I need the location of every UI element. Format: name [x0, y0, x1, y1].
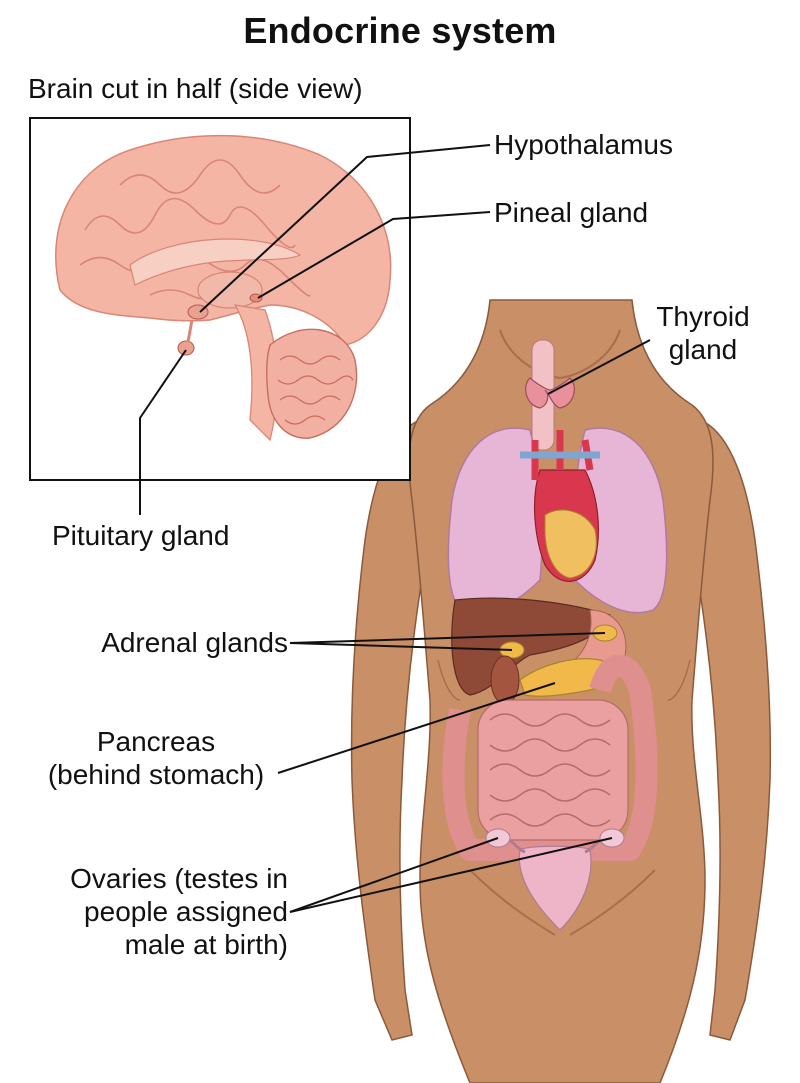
- uterus: [518, 845, 592, 931]
- label-hypothalamus: Hypothalamus: [494, 129, 673, 160]
- label-pancreas-line1: Pancreas: [96, 726, 216, 757]
- leader-adrenal-1: [289, 632, 606, 644]
- leader-pituitary: [139, 349, 187, 515]
- label-thyroid-line1: Thyroid: [656, 301, 750, 332]
- leader-ovary-1: [289, 837, 499, 913]
- brain-inset: [29, 117, 411, 481]
- label-ovaries-line3: male at birth): [124, 929, 288, 960]
- label-pineal-gland: Pineal gland: [494, 197, 649, 228]
- left-arm: [350, 418, 426, 1041]
- leader-pineal: [257, 211, 491, 299]
- liver: [451, 597, 611, 696]
- inset-caption: Brain cut in half (side view): [28, 73, 363, 104]
- right-arm: [694, 418, 772, 1041]
- label-adrenal-glands: Adrenal glands: [101, 627, 288, 658]
- label-pancreas-line2: (behind stomach): [47, 759, 265, 790]
- label-thyroid-gland: Thyroid gland: [648, 300, 758, 366]
- label-thyroid-line2: gland: [668, 334, 738, 365]
- leader-hypothalamus: [199, 144, 491, 313]
- leader-lines: [139, 144, 651, 913]
- page-title: Endocrine system: [243, 10, 557, 51]
- pituitary-gland: [177, 340, 195, 356]
- label-ovaries: Ovaries (testes in people assigned male …: [30, 862, 288, 961]
- leader-thyroid: [547, 339, 651, 395]
- label-pancreas: Pancreas (behind stomach): [40, 725, 272, 791]
- label-pituitary-gland: Pituitary gland: [52, 520, 230, 551]
- leader-pancreas: [277, 682, 556, 774]
- label-ovaries-line1: Ovaries (testes in: [70, 863, 288, 894]
- brainstem: [233, 304, 278, 442]
- pineal-gland: [249, 293, 263, 303]
- leader-ovary-2: [289, 837, 613, 913]
- label-ovaries-line2: people assigned: [84, 896, 288, 927]
- leader-adrenal-2: [289, 642, 513, 651]
- large-intestine: [442, 654, 658, 861]
